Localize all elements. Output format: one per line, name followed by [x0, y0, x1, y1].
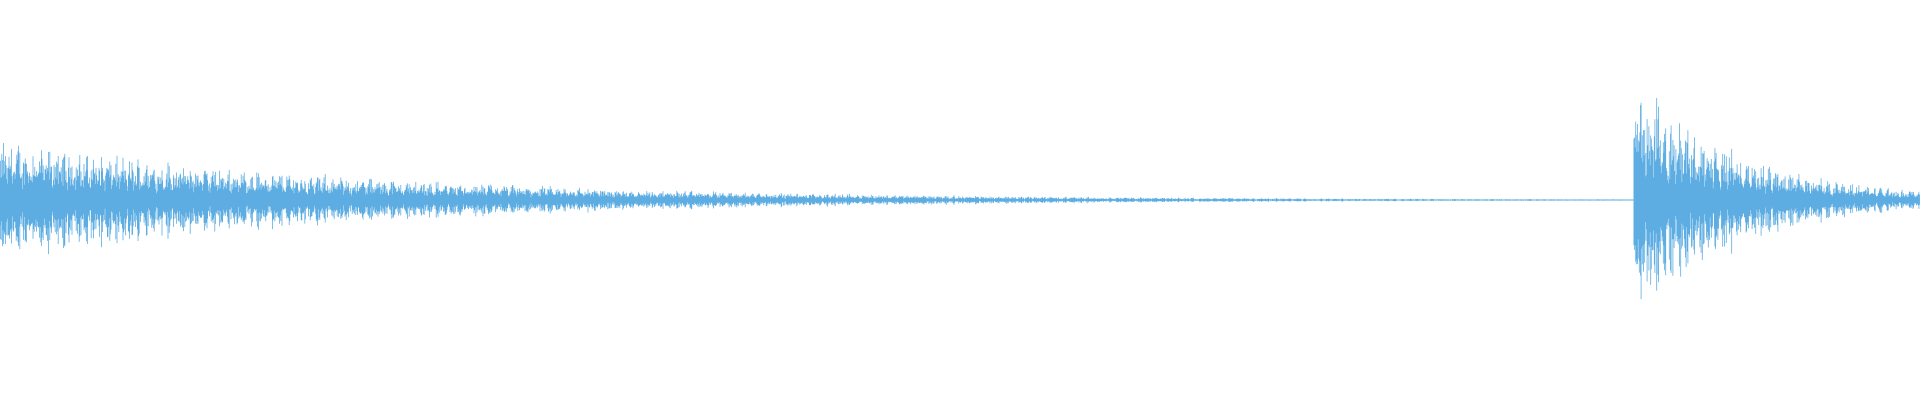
waveform-trace-decay-1 — [0, 143, 1623, 255]
waveform-trace-decay-2 — [1633, 98, 1920, 300]
waveform-segment-decay-2 — [1633, 98, 1920, 300]
waveform-segment-decay-1 — [0, 143, 1623, 255]
